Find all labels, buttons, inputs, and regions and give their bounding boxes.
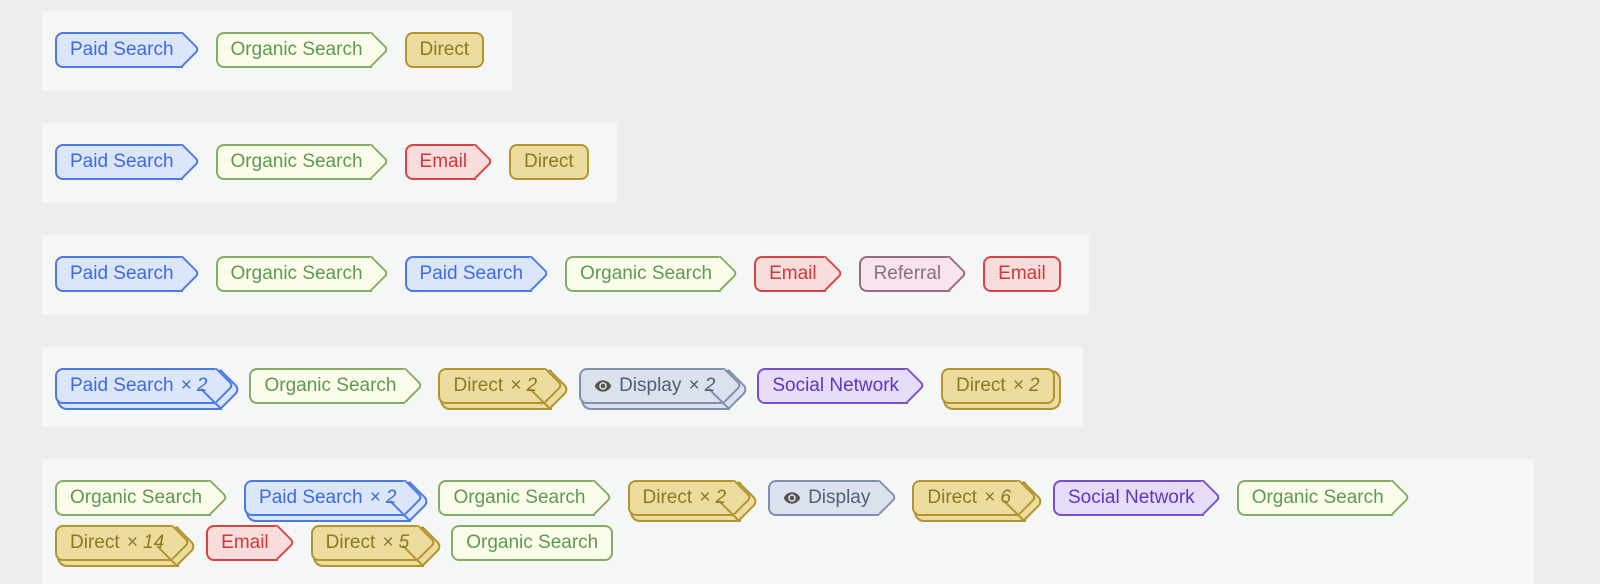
channel-chip-count: × 2 bbox=[180, 375, 208, 396]
channel-chip-label: Direct bbox=[419, 39, 470, 60]
channel-chip-email[interactable]: Email bbox=[404, 143, 494, 180]
channel-chip-organic-search[interactable]: Organic Search bbox=[215, 143, 390, 180]
channel-chip-label: Paid Search bbox=[70, 151, 174, 172]
channel-chip-label: Organic Search bbox=[580, 263, 713, 284]
channel-chip-display[interactable]: Display × 2 bbox=[579, 367, 743, 404]
channel-chip-label: Direct bbox=[524, 151, 574, 172]
conversion-path-row: Paid Search Organic Search Paid Search Orga… bbox=[42, 235, 1089, 315]
channel-chip-social-network[interactable]: Social Network bbox=[757, 367, 926, 404]
channel-chip-label: Email bbox=[221, 532, 269, 553]
channel-chip-direct[interactable]: Direct × 6 bbox=[912, 479, 1038, 516]
channel-chip-label: Organic Search bbox=[1251, 487, 1384, 508]
channel-chip-label: Email bbox=[769, 263, 817, 284]
channel-chip-label: Display bbox=[808, 487, 871, 508]
channel-chip-direct[interactable]: Direct × 2 bbox=[438, 367, 565, 404]
channel-chip-social-network[interactable]: Social Network bbox=[1052, 479, 1222, 516]
channel-chip-direct[interactable]: Direct bbox=[509, 144, 589, 180]
channel-chip-label: Organic Search bbox=[453, 487, 586, 508]
channel-chip-direct[interactable]: Direct × 2 bbox=[627, 479, 754, 516]
channel-chip-label: Organic Search bbox=[230, 263, 363, 284]
channel-chip-direct[interactable]: Direct × 14 bbox=[55, 524, 192, 561]
channel-chip-display[interactable]: Display bbox=[768, 479, 898, 516]
channel-chip-count: × 2 bbox=[1012, 375, 1040, 396]
channel-chip-paid-search[interactable]: Paid Search bbox=[55, 143, 201, 180]
channel-chip-organic-search[interactable]: Organic Search bbox=[215, 31, 390, 68]
channel-chip-organic-search[interactable]: Organic Search bbox=[1236, 479, 1411, 516]
channel-chip-label: Direct bbox=[453, 375, 504, 396]
channel-chip-label: Organic Search bbox=[230, 151, 363, 172]
channel-chip-label: Display bbox=[619, 375, 682, 396]
channel-chip-paid-search[interactable]: Paid Search bbox=[55, 255, 201, 292]
channel-chip-organic-search[interactable]: Organic Search bbox=[451, 525, 614, 561]
channel-chip-label: Direct bbox=[325, 532, 376, 553]
channel-chip-organic-search[interactable]: Organic Search bbox=[438, 479, 613, 516]
conversion-path-row: Paid Search Organic Search Email Direct bbox=[42, 123, 617, 203]
channel-chip-count: × 2 bbox=[699, 487, 727, 508]
channel-chip-referral[interactable]: Referral bbox=[858, 255, 969, 292]
channel-chip-label: Paid Search bbox=[259, 487, 363, 508]
conversion-path-row: Paid Search Organic Search Direct bbox=[42, 11, 513, 91]
channel-chip-direct[interactable]: Direct × 2 bbox=[941, 368, 1055, 404]
channel-chip-organic-search[interactable]: Organic Search bbox=[215, 255, 390, 292]
channel-chip-direct[interactable]: Direct bbox=[404, 32, 485, 68]
channel-chip-label: Direct bbox=[642, 487, 693, 508]
channel-chip-count: × 5 bbox=[382, 532, 410, 553]
channel-chip-paid-search[interactable]: Paid Search bbox=[55, 31, 201, 68]
channel-chip-label: Paid Search bbox=[70, 263, 174, 284]
channel-chip-count: × 14 bbox=[126, 532, 165, 553]
channel-chip-direct[interactable]: Direct × 5 bbox=[310, 524, 437, 561]
channel-chip-count: × 2 bbox=[688, 375, 716, 396]
channel-chip-label: Social Network bbox=[1067, 487, 1195, 508]
channel-chip-label: Referral bbox=[873, 263, 942, 284]
channel-chip-organic-search[interactable]: Organic Search bbox=[565, 255, 740, 292]
channel-chip-label: Direct bbox=[956, 375, 1006, 396]
channel-chip-label: Organic Search bbox=[230, 39, 363, 60]
channel-chip-label: Paid Search bbox=[70, 39, 174, 60]
channel-chip-email[interactable]: Email bbox=[206, 524, 296, 561]
eye-icon bbox=[783, 492, 801, 504]
channel-chip-label: Organic Search bbox=[70, 487, 203, 508]
channel-chip-label: Social Network bbox=[772, 375, 900, 396]
channel-chip-paid-search[interactable]: Paid Search × 2 bbox=[55, 367, 235, 404]
channel-chip-count: × 6 bbox=[984, 487, 1011, 508]
channel-chip-count: × 2 bbox=[510, 375, 538, 396]
channel-chip-organic-search[interactable]: Organic Search bbox=[249, 367, 424, 404]
channel-chip-label: Organic Search bbox=[264, 375, 397, 396]
channel-chip-paid-search[interactable]: Paid Search bbox=[404, 255, 550, 292]
channel-chip-label: Paid Search bbox=[419, 263, 524, 284]
channel-chip-label: Organic Search bbox=[466, 532, 599, 553]
channel-chip-email[interactable]: Email bbox=[754, 255, 844, 292]
channel-chip-organic-search[interactable]: Organic Search bbox=[55, 479, 229, 516]
eye-icon bbox=[594, 380, 612, 392]
channel-chip-label: Paid Search bbox=[70, 375, 174, 396]
channel-chip-count: × 2 bbox=[369, 487, 397, 508]
channel-chip-label: Email bbox=[419, 151, 468, 172]
channel-chip-email[interactable]: Email bbox=[983, 256, 1061, 292]
channel-chip-paid-search[interactable]: Paid Search × 2 bbox=[244, 479, 424, 516]
channel-chip-label: Email bbox=[998, 263, 1046, 284]
conversion-path-row: Organic Search Paid Search × 2 Organic Sear… bbox=[42, 459, 1534, 584]
channel-chip-label: Direct bbox=[70, 532, 120, 553]
channel-chip-label: Direct bbox=[927, 487, 978, 508]
